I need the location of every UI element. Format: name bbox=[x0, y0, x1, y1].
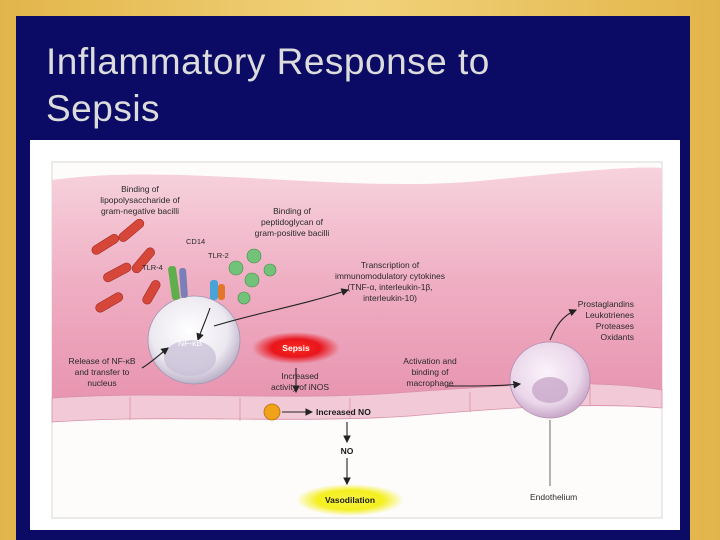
macrophage-nucleus-2 bbox=[532, 377, 568, 403]
activation-line-3: macrophage bbox=[406, 378, 454, 388]
inos-enzyme bbox=[263, 403, 281, 421]
pg-label-line-1: Binding of bbox=[273, 206, 311, 216]
activation-line-1: Activation and bbox=[403, 356, 457, 366]
transcription-line-4: interleukin-10) bbox=[363, 293, 417, 303]
endothelium-layer bbox=[51, 383, 663, 423]
arrow-nfkb-to-transcription bbox=[213, 288, 350, 327]
arrow-activation bbox=[447, 380, 522, 389]
oxidants-label: Oxidants bbox=[600, 332, 634, 342]
macrophage-nucleus bbox=[164, 340, 216, 376]
tlr4-label: TLR-4 bbox=[142, 263, 163, 272]
tlr4-receptor bbox=[179, 267, 188, 298]
proteases-label: Proteases bbox=[596, 321, 634, 331]
cd14-receptor bbox=[168, 265, 180, 301]
tlr2-label: TLR-2 bbox=[208, 251, 229, 260]
release-line-1: Release of NF-κB bbox=[68, 356, 135, 366]
prostaglandins-label: Prostaglandins bbox=[578, 299, 634, 309]
transcription-line-2: immunomodulatory cytokines bbox=[335, 271, 445, 281]
lps-label-line-3: gram-negative bacilli bbox=[101, 206, 179, 216]
sepsis-glow bbox=[252, 332, 340, 364]
slide-background: Inflammatory Response to Sepsis bbox=[16, 16, 690, 540]
arrow-release-label bbox=[141, 347, 169, 369]
activation-line-2: binding of bbox=[412, 367, 450, 377]
endothelium-label: Endothelium bbox=[530, 492, 577, 502]
pg-label-line-3: gram-positive bacilli bbox=[255, 228, 330, 238]
no-label: NO bbox=[341, 446, 354, 456]
nfkb-label: NF-κB bbox=[178, 338, 202, 348]
pg-label-line-2: peptidoglycan of bbox=[261, 217, 324, 227]
lps-label-line-1: Binding of bbox=[121, 184, 159, 194]
leukotrienes-label: Leukotrienes bbox=[585, 310, 634, 320]
vasodilation-glow bbox=[296, 484, 404, 516]
transcription-line-1: Transcription of bbox=[361, 260, 420, 270]
title-line-1: Inflammatory Response to bbox=[46, 41, 490, 82]
mediators-label: Prostaglandins Leukotrienes Proteases Ox… bbox=[578, 299, 634, 342]
vasodilation-label: Vasodilation bbox=[325, 495, 375, 505]
release-line-3: nucleus bbox=[87, 378, 116, 388]
sepsis-label: Sepsis bbox=[282, 343, 310, 353]
gram-positive-bacteria bbox=[228, 248, 277, 305]
tlr2-partner bbox=[218, 284, 225, 300]
inos-line-1: Increased bbox=[281, 371, 319, 381]
tlr2-receptor bbox=[210, 280, 218, 300]
arrow-receptor-to-nfkb bbox=[196, 307, 211, 342]
release-nfkb-label: Release of NF-κB and transfer to nucleus bbox=[68, 356, 135, 388]
inos-label: Increased activity of iNOS bbox=[271, 371, 329, 392]
figure-frame: Binding of lipopolysaccharide of gram-ne… bbox=[30, 140, 680, 530]
transcription-line-3: (TNF-α, interleukin-1β, bbox=[347, 282, 432, 292]
transcription-label: Transcription of immunomodulatory cytoki… bbox=[335, 260, 445, 303]
slide-title: Inflammatory Response to Sepsis bbox=[46, 38, 646, 132]
lps-label-line-2: lipopolysaccharide of bbox=[100, 195, 180, 205]
arrow-to-mediators bbox=[549, 309, 578, 341]
title-line-2: Sepsis bbox=[46, 88, 161, 129]
peptidoglycan-binding-label: Binding of peptidoglycan of gram-positiv… bbox=[255, 206, 330, 238]
activation-label: Activation and binding of macrophage bbox=[403, 356, 457, 388]
gram-negative-bacilli bbox=[91, 218, 161, 313]
sepsis-pathway-diagram: Binding of lipopolysaccharide of gram-ne… bbox=[51, 161, 663, 519]
inos-line-2: activity of iNOS bbox=[271, 382, 329, 392]
increased-no-label: Increased NO bbox=[316, 407, 371, 417]
release-line-2: and transfer to bbox=[75, 367, 130, 377]
endothelial-cell-borders bbox=[129, 386, 591, 421]
cd14-label: CD14 bbox=[186, 237, 205, 246]
lps-binding-label: Binding of lipopolysaccharide of gram-ne… bbox=[100, 184, 180, 216]
